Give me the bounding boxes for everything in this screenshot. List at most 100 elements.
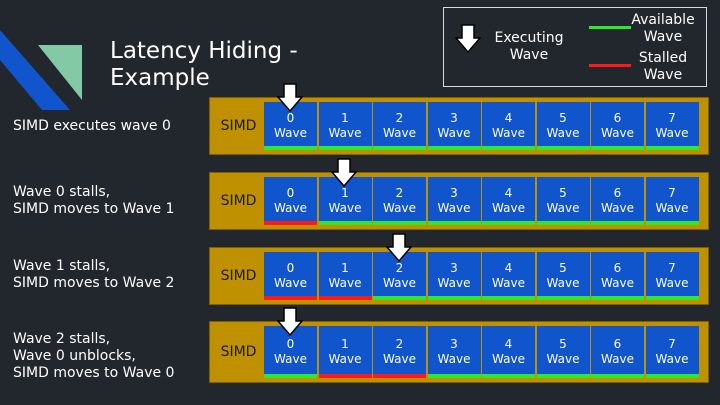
wave-text: Wave	[655, 126, 689, 140]
wave-number: 2	[395, 337, 404, 351]
legend-stalled-label: Stalled Wave	[638, 50, 688, 83]
available-bar	[645, 146, 699, 150]
slide-title: Latency Hiding - Example	[110, 38, 298, 91]
available-bar	[591, 146, 644, 150]
stalled-bar	[373, 374, 426, 378]
available-bar	[318, 146, 372, 150]
wave-number: 6	[613, 186, 622, 200]
wave-text: Wave	[492, 126, 525, 140]
wave-text: Wave	[492, 276, 525, 290]
wave-text: Wave	[492, 201, 525, 215]
wave-text: Wave	[655, 352, 689, 366]
wave-number: 4	[504, 186, 513, 200]
wave-text: Wave	[328, 126, 362, 140]
wave-text: Wave	[601, 276, 634, 290]
wave-number: 5	[559, 186, 567, 200]
wave-number: 5	[559, 337, 567, 351]
available-bar	[591, 374, 644, 378]
corner-decoration	[0, 30, 82, 110]
wave-number: 5	[559, 111, 567, 125]
wave-text: Wave	[328, 276, 362, 290]
wave-text: Wave	[437, 126, 471, 140]
wave-text: Wave	[274, 126, 307, 140]
legend-executing-label: Executing Wave	[494, 30, 564, 63]
simd-label: SIMD	[220, 193, 257, 209]
simd-label: SIMD	[220, 118, 257, 134]
wave-number: 3	[450, 261, 458, 275]
available-bar	[264, 374, 317, 378]
wave-number: 6	[613, 111, 622, 125]
wave-number: 4	[504, 261, 513, 275]
wave-text: Wave	[437, 352, 471, 366]
wave-number: 3	[450, 111, 458, 125]
available-bar	[591, 221, 644, 225]
wave-text: Wave	[274, 201, 307, 215]
wave-number: 0	[286, 261, 295, 275]
wave-text: Wave	[437, 276, 471, 290]
wave-text: Wave	[546, 276, 580, 290]
executing-arrow-icon	[276, 83, 303, 113]
wave-number: 4	[504, 337, 513, 351]
stalled-bar	[264, 221, 317, 225]
down-arrow-icon	[455, 24, 481, 54]
row-label: Wave 1 stalls,SIMD moves to Wave 2	[13, 258, 175, 291]
executing-arrow-icon	[331, 158, 357, 188]
executing-arrow-icon	[385, 233, 412, 263]
available-bar	[427, 146, 481, 150]
wave-number: 4	[504, 111, 513, 125]
available-bar	[318, 221, 372, 225]
wave-number: 1	[341, 337, 349, 351]
legend-available-label: Available Wave	[631, 12, 695, 45]
row-label: Wave 2 stalls,Wave 0 unblocks,SIMD moves…	[13, 330, 175, 381]
wave-text: Wave	[274, 276, 307, 290]
row-label: Wave 0 stalls,SIMD moves to Wave 1	[13, 184, 175, 217]
available-bar	[536, 146, 590, 150]
available-bar	[536, 221, 590, 225]
available-bar	[645, 374, 699, 378]
wave-number: 0	[286, 111, 295, 125]
available-bar	[591, 296, 644, 300]
stalled-bar	[318, 296, 372, 300]
wave-number: 1	[341, 111, 349, 125]
wave-number: 5	[559, 261, 567, 275]
stalled-bar	[318, 374, 372, 378]
wave-text: Wave	[328, 201, 362, 215]
available-bar	[536, 296, 590, 300]
wave-text: Wave	[383, 352, 416, 366]
simd-label: SIMD	[220, 268, 257, 284]
wave-number: 7	[668, 111, 676, 125]
wave-number: 3	[450, 337, 458, 351]
available-bar	[427, 374, 481, 378]
simd-label: SIMD	[220, 344, 257, 360]
wave-text: Wave	[546, 126, 580, 140]
available-bar	[482, 374, 535, 378]
wave-text: Wave	[437, 201, 471, 215]
wave-text: Wave	[546, 352, 580, 366]
wave-number: 1	[341, 261, 349, 275]
wave-text: Wave	[601, 201, 634, 215]
